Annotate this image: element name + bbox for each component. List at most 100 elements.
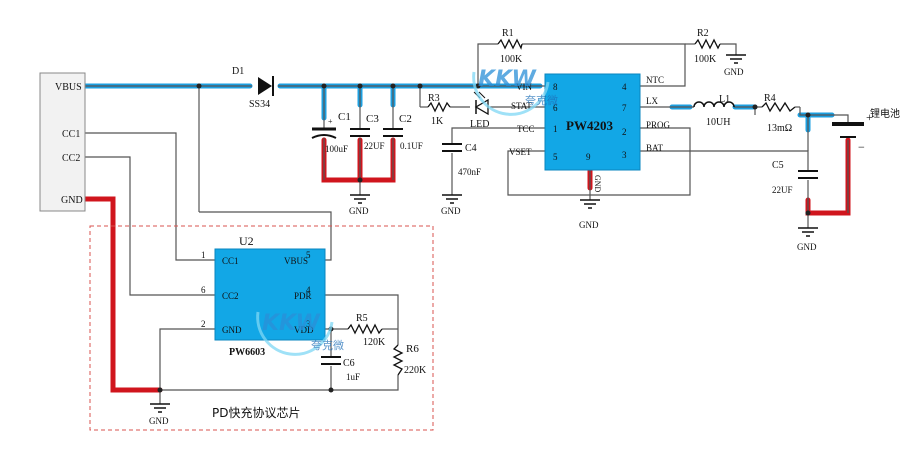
c2-value: 0.1UF bbox=[400, 141, 423, 151]
r1-ref: R1 bbox=[502, 28, 514, 39]
gnd-label-c5: GND bbox=[797, 242, 817, 252]
pw6603-num-vbus: 5 bbox=[306, 250, 311, 260]
pw6603-num-pdr: 4 bbox=[306, 285, 311, 295]
connector-pin-cc2: CC2 bbox=[62, 153, 80, 164]
battery: 锂电池 + − bbox=[832, 107, 900, 154]
r5-ref: R5 bbox=[356, 313, 368, 324]
pw6603-name: PW6603 bbox=[229, 347, 265, 358]
watermark-bottom-text: KKW bbox=[262, 311, 322, 336]
r6-value: 220K bbox=[404, 365, 427, 376]
battery-label: 锂电池 bbox=[870, 107, 900, 120]
junctions bbox=[157, 83, 811, 393]
gnd-symbol-input: GND bbox=[349, 194, 370, 216]
gnd-label-pd: GND bbox=[149, 416, 169, 426]
r2-ref: R2 bbox=[697, 28, 709, 39]
resistor-r1: R1 100K bbox=[497, 28, 523, 65]
gnd-label-c4: GND bbox=[441, 206, 461, 216]
pw4203-pin-gnd: GND bbox=[593, 175, 602, 193]
c4-ref: C4 bbox=[465, 143, 477, 154]
capacitor-c5: C5 22UF bbox=[772, 160, 818, 195]
diode-d1: D1 SS34 bbox=[232, 66, 274, 110]
c2-ref: C2 bbox=[399, 113, 412, 125]
usb-connector: VBUS CC1 CC2 GND bbox=[39, 72, 86, 212]
battery-gnd-trace bbox=[805, 137, 851, 216]
gnd-symbol-chip: GND bbox=[579, 199, 600, 230]
r3-value: 1K bbox=[431, 116, 444, 127]
connector-pin-vbus: VBUS bbox=[55, 82, 82, 93]
wires bbox=[85, 43, 849, 404]
pw6603-ref: U2 bbox=[239, 234, 254, 248]
c6-value: 1uF bbox=[346, 372, 360, 382]
pw6603-num-cc2: 6 bbox=[201, 285, 206, 295]
d1-ref: D1 bbox=[232, 66, 244, 77]
c1-plus: + bbox=[328, 117, 333, 126]
watermark-top-sub: 夸克微 bbox=[525, 93, 558, 107]
resistor-r6: R6 220K bbox=[392, 343, 427, 376]
resistor-r4: R4 13mΩ bbox=[761, 93, 796, 134]
pw4203-pin-prog: PROG bbox=[646, 120, 671, 130]
pw6603-num-gnd: 2 bbox=[201, 319, 206, 329]
pw6603-pin-gnd: GND bbox=[222, 325, 242, 335]
capacitor-c3: C3 22UF bbox=[350, 113, 385, 151]
pw4203-num-prog: 2 bbox=[622, 127, 627, 137]
capacitor-c2: C2 0.1UF bbox=[383, 113, 423, 151]
gnd-symbol-r2: GND bbox=[724, 54, 746, 77]
resistor-r5: R5 120K bbox=[347, 313, 386, 348]
pw6603-chip: U2 PW6603 CC1 1 CC2 6 GND 2 VBUS 5 PDR 4… bbox=[201, 234, 326, 358]
capacitor-c4: C4 470nF bbox=[442, 143, 481, 177]
pw4203-chip: PW4203 VIN 8 STAT 6 TCC 1 VSET 5 9 GND 4… bbox=[509, 73, 671, 193]
l1-ref: L1 bbox=[719, 94, 730, 105]
pw4203-pin-bat: BAT bbox=[646, 143, 664, 153]
pw4203-num-vset: 5 bbox=[553, 152, 558, 162]
pw4203-pin-stat: STAT bbox=[511, 101, 532, 111]
pw4203-pin-vin: VIN bbox=[516, 82, 532, 92]
gnd-symbol-c4: GND bbox=[441, 194, 462, 216]
c3-ref: C3 bbox=[366, 113, 379, 125]
pw4203-pin-vset: VSET bbox=[509, 147, 532, 157]
pw6603-num-vdd: 3 bbox=[306, 319, 311, 329]
c1-value: 100uF bbox=[325, 144, 348, 154]
pw6603-pin-vdd: VDD bbox=[294, 325, 314, 335]
capacitor-c1: C1 + 100uF bbox=[311, 111, 351, 154]
pw4203-num-stat: 6 bbox=[553, 103, 558, 113]
pw4203-num-ntc: 4 bbox=[622, 82, 627, 92]
pw6603-pin-pdr: PDR bbox=[294, 291, 312, 301]
pw6603-num-cc1: 1 bbox=[201, 250, 206, 260]
r2-value: 100K bbox=[694, 54, 717, 65]
led-ref: LED bbox=[470, 119, 489, 130]
pw6603-pin-cc2: CC2 bbox=[222, 291, 239, 301]
gnd-symbol-c5: GND bbox=[797, 227, 818, 252]
watermark-top: KKW 夸克微 bbox=[472, 67, 558, 116]
watermark-bottom: KKW 夸克微 bbox=[256, 311, 344, 356]
r6-ref: R6 bbox=[406, 343, 419, 355]
pw4203-num-gnd: 9 bbox=[586, 152, 591, 162]
pw4203-pin-lx: LX bbox=[646, 96, 658, 106]
resistor-r3: R3 1K bbox=[427, 93, 451, 127]
pd-box-label: PD快充协议芯片 bbox=[212, 405, 300, 420]
pw4203-pin-ntc: NTC bbox=[646, 75, 664, 85]
c5-ref: C5 bbox=[772, 160, 784, 171]
l1-value: 10UH bbox=[706, 117, 730, 128]
gnd-label-chip: GND bbox=[579, 220, 599, 230]
c5-value: 22UF bbox=[772, 185, 793, 195]
pw4203-name: PW4203 bbox=[566, 118, 613, 133]
connector-gnd-trace bbox=[82, 196, 163, 393]
resistor-r2: R2 100K bbox=[694, 28, 721, 65]
inductor-l1: L1 10UH bbox=[693, 94, 735, 128]
pd-protocol-box: PD快充协议芯片 bbox=[89, 225, 434, 431]
connector-pin-gnd: GND bbox=[61, 195, 83, 206]
pw6603-pin-vbus: VBUS bbox=[284, 256, 308, 266]
r4-ref: R4 bbox=[764, 93, 776, 104]
r1-value: 100K bbox=[500, 54, 523, 65]
capacitor-c6: C6 1uF bbox=[321, 356, 360, 382]
c3-value: 22UF bbox=[364, 141, 385, 151]
watermark-top-text: KKW bbox=[478, 67, 538, 92]
connector-pin-cc1: CC1 bbox=[62, 129, 80, 140]
d1-value: SS34 bbox=[249, 99, 270, 110]
pw4203-num-tcc: 1 bbox=[553, 124, 558, 134]
r3-ref: R3 bbox=[428, 93, 440, 104]
r5-value: 120K bbox=[363, 337, 386, 348]
gnd-label-r2: GND bbox=[724, 67, 744, 77]
pw6603-pin-cc1: CC1 bbox=[222, 256, 239, 266]
